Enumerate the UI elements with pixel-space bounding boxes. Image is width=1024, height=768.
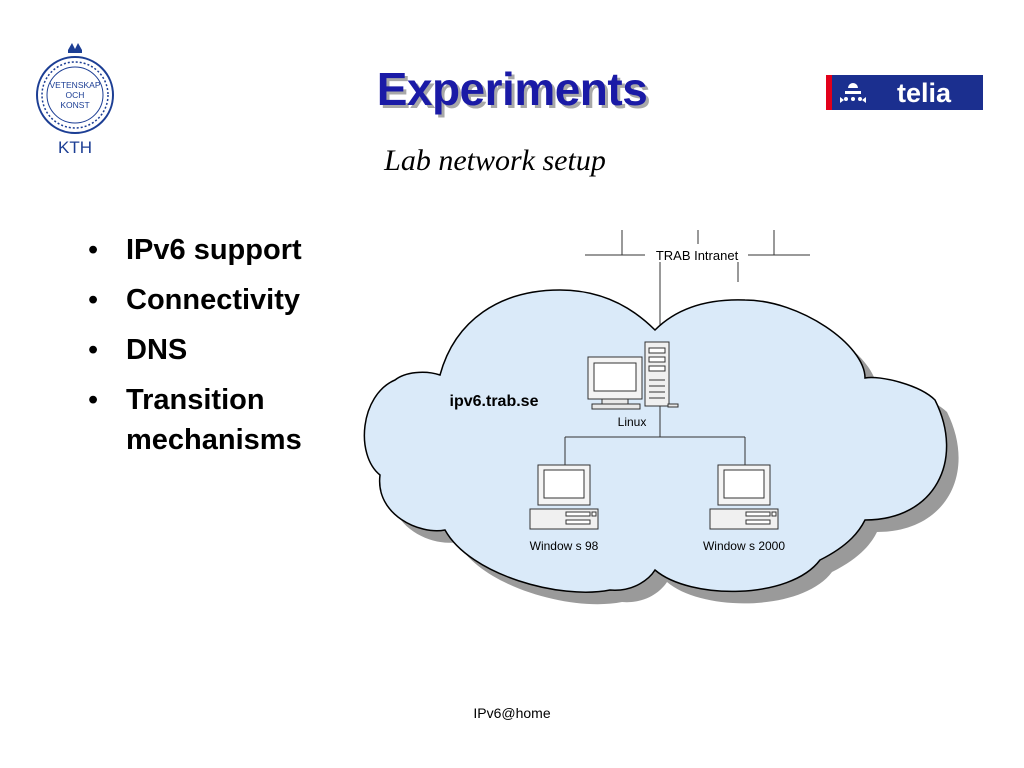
windows-2000-label: Window s 2000: [703, 539, 785, 553]
slide-subtitle: Lab network setup: [384, 144, 606, 177]
telia-logo: telia: [826, 75, 983, 110]
kth-logo-line: KONST: [60, 100, 89, 110]
windows-98-label: Window s 98: [530, 539, 599, 553]
windows-2000-computer-icon: [709, 464, 779, 530]
linux-label: Linux: [618, 415, 647, 429]
bullet-item: DNS: [88, 330, 358, 370]
kth-logo: VETENSKAP OCH KONST KTH: [36, 43, 114, 157]
linux-computer-icon: [587, 341, 679, 410]
bullet-item: Transition mechanisms: [88, 380, 358, 460]
bullet-list: IPv6 support Connectivity DNS Transition…: [88, 230, 358, 470]
slide-footer: IPv6@home: [473, 705, 551, 721]
crown-icon: [840, 83, 866, 103]
kth-logo-line: OCH: [66, 90, 85, 100]
domain-label: ipv6.trab.se: [450, 393, 539, 410]
kth-logo-name: KTH: [58, 138, 92, 157]
lan-links: [564, 406, 746, 465]
telia-logo-name: telia: [897, 78, 952, 108]
kth-logo-line: VETENSKAP: [49, 80, 100, 90]
windows-98-computer-icon: [529, 464, 599, 530]
bullet-item: Connectivity: [88, 280, 358, 320]
slide-title: Experiments: [376, 63, 648, 115]
intranet-label: TRAB Intranet: [656, 248, 739, 263]
bullet-item: IPv6 support: [88, 230, 358, 270]
